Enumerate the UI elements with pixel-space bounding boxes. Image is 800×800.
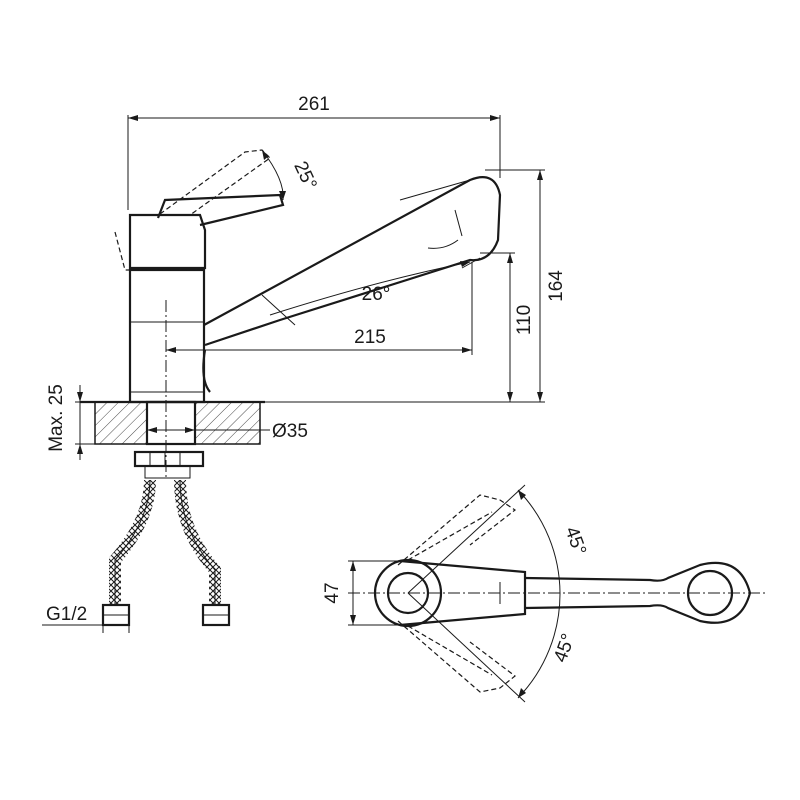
dim-total-height: 164 — [205, 169, 567, 403]
max-thickness-label: Max. 25 — [46, 384, 67, 452]
spout-angle-label: 26° — [362, 284, 391, 305]
top-view: 45° 45° 47 — [322, 484, 765, 703]
angle-spout: 26° — [269, 261, 471, 316]
dim-spout-reach: 215 — [166, 262, 473, 355]
overall-width-label: 261 — [298, 94, 330, 115]
spout-height-label: 110 — [514, 305, 535, 335]
dim-overall-width: 261 — [127, 94, 501, 210]
lever — [114, 149, 285, 271]
spout — [202, 176, 502, 393]
connection-label: G1/2 — [46, 604, 87, 625]
rotated-levers — [397, 494, 517, 693]
dim-hole-diameter: Ø35 — [147, 421, 308, 442]
spout-top — [524, 561, 752, 624]
rotation-upper-label: 45° — [560, 524, 590, 558]
faucet-body — [128, 268, 206, 479]
side-view: 261 164 110 215 — [42, 94, 567, 633]
countertop — [80, 400, 265, 445]
hole-diameter-label: Ø35 — [272, 421, 308, 442]
body-width-label: 47 — [322, 582, 343, 603]
dim-connection: G1/2 — [42, 604, 130, 633]
total-height-label: 164 — [546, 270, 567, 302]
rotation-lower-label: 45° — [550, 631, 580, 665]
dim-body-width: 47 — [322, 560, 400, 626]
spout-reach-label: 215 — [354, 327, 386, 348]
dim-max-thickness: Max. 25 — [46, 384, 95, 460]
supply-hoses — [101, 479, 231, 627]
dim-spout-height: 110 — [480, 252, 535, 402]
angle-lever: 25° — [261, 149, 321, 201]
lever-top — [399, 559, 527, 627]
lever-angle-label: 25° — [289, 158, 320, 193]
